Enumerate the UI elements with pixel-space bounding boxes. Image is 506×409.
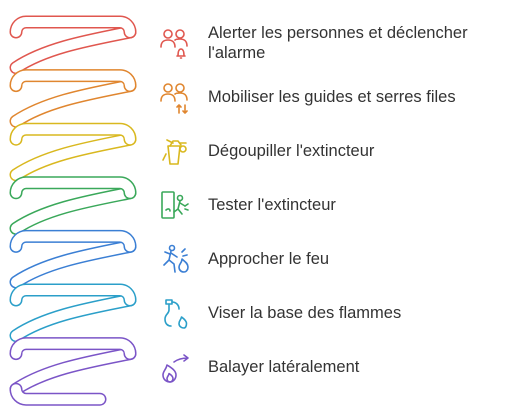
coil-front-strand-5-fill [11,231,135,252]
step-item-1: Alerter les personnes et déclencher l'al… [158,21,498,65]
coil-front-strand-3-fill [11,124,135,145]
step-item-2: Mobiliser les guides et serres files [158,75,498,119]
spiral-coil [9,15,137,406]
coil-front-strand-4-fill [11,177,135,198]
step-item-6: Viser la base des flammes [158,291,498,335]
step-item-7: Balayer latéralement [158,345,498,389]
step-item-3: Dégoupiller l'extincteur [158,129,498,173]
step-label: Balayer latéralement [208,357,360,376]
step-label: Dégoupiller l'extincteur [208,141,375,160]
coil-front-strand-6-fill [11,285,135,305]
step-label: Viser la base des flammes [208,303,402,322]
step-label: Mobiliser les guides et serres files [208,87,456,106]
person-spraying-extinguisher-icon [161,191,189,219]
step-item-5: Approcher le feu [158,237,498,281]
extinguisher-nozzle-flame-icon [164,299,188,329]
sweeping-flame-icon [162,354,189,383]
people-alarm-bell-icon [160,29,188,59]
coil-back-strand-2-fill [11,80,135,127]
coil-back-strand-1-fill [11,27,135,73]
coil-back-strand-6-fill [11,295,135,341]
coil-back-strand-5-fill [11,241,135,287]
coil-front-strand-1-fill [11,17,135,37]
coil-back-strand-7-fill [11,348,135,395]
coil-back-strand-3-fill [11,134,135,180]
step-label: Approcher le feu [208,249,330,268]
fire-extinguisher-pin-icon [162,139,187,165]
people-arrows-icon [160,83,188,114]
coil-front-strand-2-fill [11,70,135,91]
step-label: Alerter les personnes et déclencher l'al… [208,23,468,62]
coil-end-cap-fill [11,384,105,405]
step-item-4: Tester l'extincteur [158,183,498,227]
step-label: Tester l'extincteur [208,195,336,214]
coil-back-strand-4-fill [11,187,135,234]
person-running-to-fire-icon [163,244,189,273]
coil-front-strand-7-fill [11,338,135,359]
